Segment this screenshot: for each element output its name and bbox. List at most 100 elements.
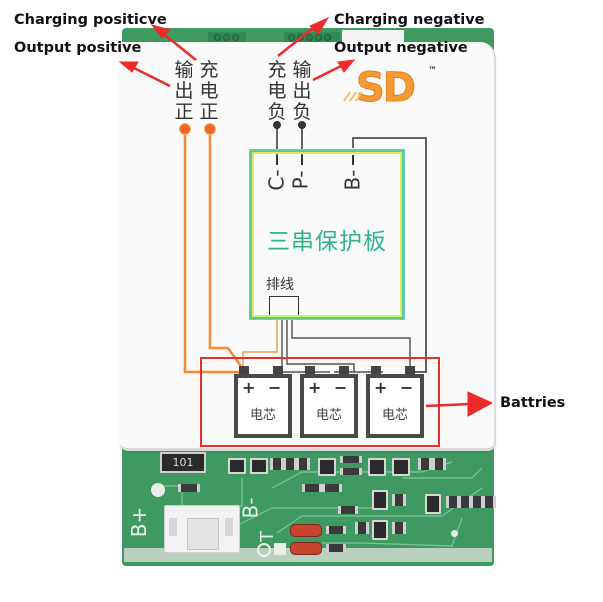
cable-orange-wire bbox=[242, 316, 278, 370]
output-negative-dot bbox=[298, 121, 306, 129]
protection-board-title: 三串保护板 bbox=[267, 229, 387, 255]
terminal-b-minus: B- bbox=[340, 169, 365, 191]
balance-connector[interactable] bbox=[164, 505, 240, 553]
protection-board bbox=[250, 150, 404, 319]
output-positive-dot bbox=[180, 124, 190, 134]
header-pin bbox=[214, 34, 221, 41]
smd-transistor bbox=[250, 458, 268, 474]
label-output-negative: Output negative bbox=[334, 40, 468, 56]
batteries-highlight-frame bbox=[200, 357, 440, 447]
arrow-batteries bbox=[425, 402, 471, 408]
battery-positive-tab bbox=[305, 366, 315, 374]
logo-stripes bbox=[343, 91, 363, 102]
charging-positive-wire bbox=[208, 133, 247, 373]
smd-mosfet bbox=[425, 494, 441, 514]
thermistor-pad-square bbox=[274, 543, 286, 555]
smd-resistor bbox=[302, 484, 322, 492]
battery-negative-tab bbox=[273, 366, 283, 374]
battery-label: 电芯 bbox=[315, 408, 342, 423]
smd-resistor bbox=[178, 484, 200, 492]
terminal-charging-negative: 充 电 负 bbox=[266, 60, 288, 123]
smd-transistor bbox=[368, 458, 386, 476]
header-pads-3 bbox=[342, 30, 404, 42]
battery-body: + − 电芯 bbox=[366, 374, 424, 438]
output-positive-wire bbox=[183, 133, 242, 383]
smd-resistor bbox=[338, 506, 358, 514]
smd-resistor bbox=[270, 458, 284, 470]
label-charging-positive: Charging positicve bbox=[14, 12, 167, 28]
terminal-output-positive: 输 出 正 bbox=[173, 60, 195, 123]
battery-negative-tab bbox=[339, 366, 349, 374]
smd-mosfet bbox=[372, 490, 388, 510]
charging-negative-dot bbox=[273, 121, 281, 129]
cn-char: 出 bbox=[292, 80, 312, 102]
smd-resistor bbox=[322, 484, 342, 492]
cn-char: 正 bbox=[174, 101, 194, 123]
cn-char: 充 bbox=[199, 59, 219, 81]
b-minus-wire bbox=[352, 137, 427, 373]
smd-resistor bbox=[418, 458, 432, 470]
silk-b-plus: B+ bbox=[127, 506, 152, 538]
header-pin bbox=[232, 34, 239, 41]
cn-char: 负 bbox=[267, 101, 287, 123]
header-pin bbox=[288, 34, 295, 41]
battery-minus: − bbox=[334, 378, 348, 397]
cn-char: 输 bbox=[174, 59, 194, 81]
arrow-output-negative bbox=[312, 62, 346, 82]
cn-char: 电 bbox=[267, 80, 287, 102]
connector-slot bbox=[225, 518, 233, 536]
battery-plus: + bbox=[374, 378, 388, 397]
header-pin bbox=[315, 34, 322, 41]
battery-negative-tab bbox=[405, 366, 415, 374]
battery-plus: + bbox=[308, 378, 322, 397]
label-charging-negative: Charging negative bbox=[334, 12, 485, 28]
cn-char: 输 bbox=[292, 59, 312, 81]
trademark: ™ bbox=[428, 66, 437, 76]
smd-ic bbox=[318, 458, 336, 476]
charging-positive-dot bbox=[205, 124, 215, 134]
smd-resistor bbox=[340, 468, 362, 475]
thermistor-pad bbox=[257, 543, 271, 557]
battery-body: + − 电芯 bbox=[300, 374, 358, 438]
smd-mosfet bbox=[372, 520, 388, 540]
battery-minus: − bbox=[400, 378, 414, 397]
sd-logo: SD bbox=[343, 65, 417, 111]
battery-label: 电芯 bbox=[381, 408, 408, 423]
mount-hole bbox=[151, 483, 165, 497]
header-pin bbox=[324, 34, 331, 41]
cn-char: 正 bbox=[199, 101, 219, 123]
cable-label: 排线 bbox=[266, 277, 294, 293]
logo-text: SD bbox=[355, 65, 416, 111]
smd-transistor bbox=[392, 458, 410, 476]
smd-resistor bbox=[355, 522, 369, 534]
battery-minus: − bbox=[268, 378, 282, 397]
header-pin bbox=[306, 34, 313, 41]
smd-transistor bbox=[228, 458, 246, 474]
header-pin bbox=[223, 34, 230, 41]
smd-resistor bbox=[326, 526, 346, 534]
diode bbox=[290, 524, 322, 537]
smd-resistor bbox=[432, 458, 446, 470]
cn-char: 出 bbox=[174, 80, 194, 102]
terminal-charging-positive: 充 电 正 bbox=[198, 60, 220, 123]
label-batteries: Battries bbox=[500, 395, 566, 411]
smd-resistor bbox=[340, 456, 362, 463]
connector-latch bbox=[187, 518, 219, 550]
connector-slot bbox=[169, 518, 177, 536]
arrow-charging-positive bbox=[159, 30, 197, 61]
silk-t: T bbox=[257, 531, 278, 542]
cable-connector bbox=[269, 296, 299, 315]
terminal-stubs bbox=[276, 155, 354, 165]
cn-char: 充 bbox=[267, 59, 287, 81]
cable-wire-3 bbox=[291, 316, 411, 372]
battery-label: 电芯 bbox=[249, 408, 276, 423]
label-output-positive: Output positive bbox=[14, 40, 142, 56]
via bbox=[451, 530, 458, 537]
terminal-output-negative: 输 出 负 bbox=[291, 60, 313, 123]
smd-resistor bbox=[392, 522, 406, 534]
diode bbox=[290, 542, 322, 555]
cn-char: 电 bbox=[199, 80, 219, 102]
battery-plus: + bbox=[242, 378, 256, 397]
cable-wire-2 bbox=[286, 316, 355, 372]
silk-b-minus: B- bbox=[238, 497, 263, 519]
